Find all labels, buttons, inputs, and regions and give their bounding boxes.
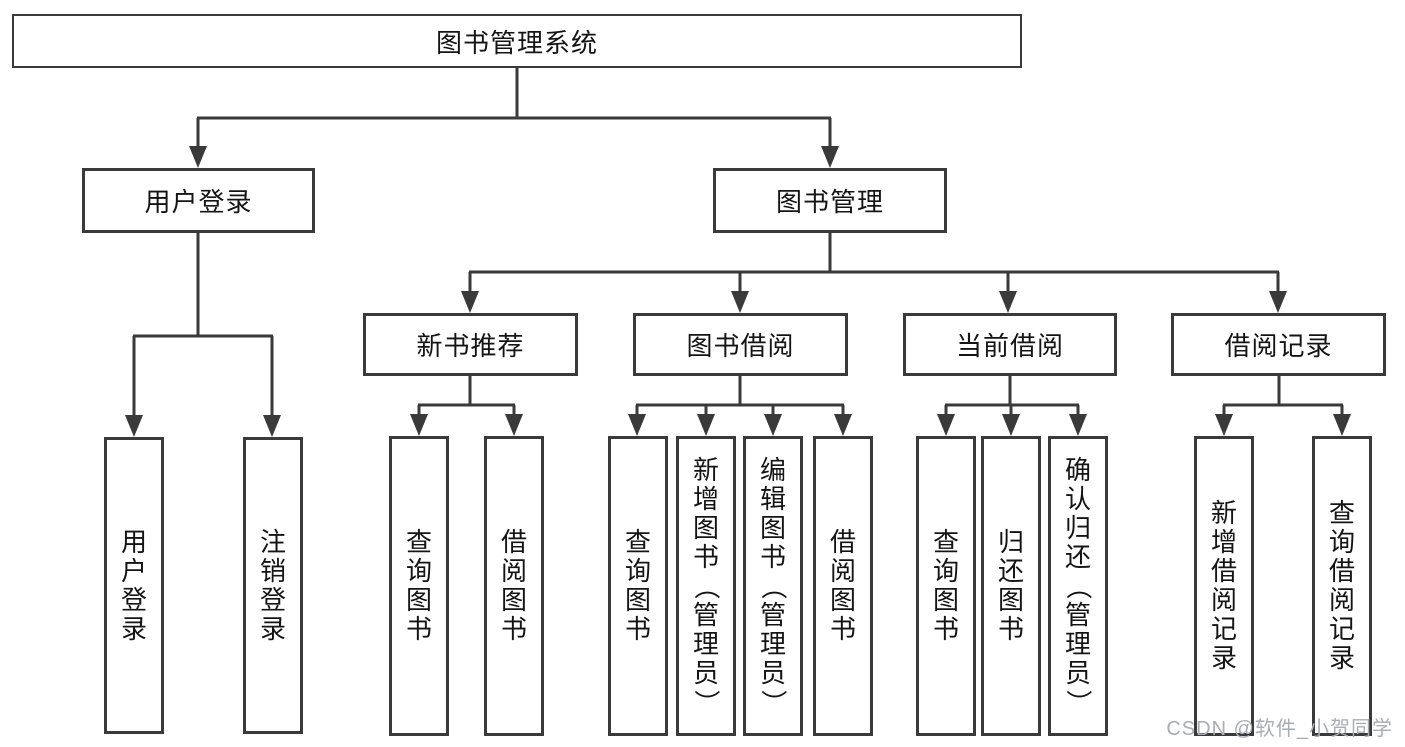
node-user-login: 用户登录 [82, 168, 315, 233]
leaf-borrowing-edit-books-admin: 编辑图书（管理员） [743, 436, 803, 736]
node-new-book-recommend: 新书推荐 [363, 313, 578, 376]
leaf-borrowing-query-books: 查询图书 [608, 436, 668, 736]
leaf-user-login: 用户登录 [104, 437, 164, 734]
node-current-borrowing: 当前借阅 [903, 313, 1117, 376]
leaf-records-query-record: 查询借阅记录 [1312, 436, 1372, 736]
leaf-logout: 注销登录 [243, 437, 303, 734]
leaf-records-add-record: 新增借阅记录 [1194, 436, 1254, 736]
node-book-management: 图书管理 [713, 168, 947, 233]
leaf-borrowing-add-books-admin: 新增图书（管理员） [676, 436, 736, 736]
node-borrowing-records: 借阅记录 [1171, 313, 1386, 376]
arrow-heads [125, 146, 1351, 437]
node-library-management-system: 图书管理系统 [12, 14, 1022, 68]
leaf-current-return-books: 归还图书 [981, 436, 1041, 736]
leaf-recommend-query-books: 查询图书 [389, 436, 449, 736]
leaf-current-query-books: 查询图书 [916, 436, 976, 736]
leaf-borrowing-borrow-books: 借阅图书 [813, 436, 873, 736]
csdn-watermark: CSDN @软件_小贺同学 [1166, 718, 1393, 740]
node-book-borrowing: 图书借阅 [633, 313, 848, 376]
leaf-current-confirm-return-admin: 确认归还（管理员） [1048, 436, 1108, 736]
connector-lines [132, 68, 1344, 417]
leaf-recommend-borrow-books: 借阅图书 [484, 436, 544, 736]
